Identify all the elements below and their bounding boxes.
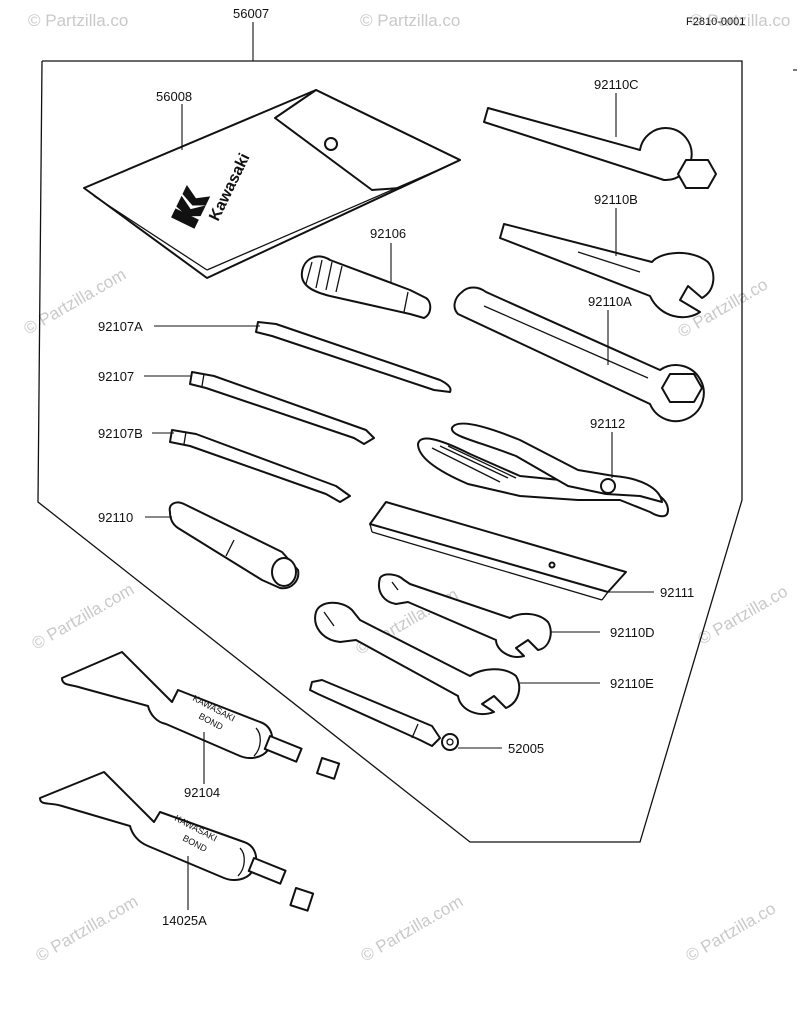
tool-pouch: Kawasaki (83, 89, 461, 279)
box-wrench-92110 (168, 501, 300, 590)
wrench-92110c (483, 107, 717, 189)
part-label-92110c: 92110C (594, 77, 639, 92)
group-outline (37, 60, 743, 843)
bond-tube-14025a: KAWASAKI BOND (39, 771, 315, 912)
part-label-92112: 92112 (590, 416, 625, 431)
watermark-text: © Partzilla.com (33, 892, 142, 966)
reference-code: F2810-0001 (686, 16, 745, 28)
part-label-92107: 92107 (98, 369, 134, 384)
wrench-92110d (378, 573, 552, 658)
watermark-text: © Partzilla.co (690, 11, 790, 30)
wrench-92110b (499, 223, 715, 319)
part-label-92111: 92111 (660, 585, 694, 600)
part-label-92110e: 92110E (610, 676, 654, 691)
wrench-92110e (314, 601, 521, 715)
watermark-text: © Partzilla.co (683, 899, 779, 966)
wrench-92110a (453, 286, 705, 423)
watermark-text: © Partzilla.com (358, 892, 467, 966)
part-label-92107a: 92107A (98, 319, 143, 334)
group-label: 56007 (233, 6, 269, 21)
part-label-92106: 92106 (370, 226, 406, 241)
part-label-92110d: 92110D (610, 625, 655, 640)
part-label-92104: 92104 (184, 785, 220, 800)
kawasaki-logo-icon (171, 184, 211, 229)
part-label-92110b: 92110B (594, 192, 638, 207)
screwdriver-bit-92107 (189, 371, 375, 445)
pliers-92112 (417, 422, 669, 518)
screwdriver-handle-92106 (300, 255, 432, 319)
part-label-92110: 92110 (98, 510, 133, 525)
watermark-text: © Partzilla.co (695, 582, 791, 649)
spoke-wrench-52005 (309, 679, 459, 751)
part-label-14025a: 14025A (162, 913, 207, 928)
watermark-text: © Partzilla.com (29, 580, 138, 654)
screwdriver-bit-92107a (255, 321, 452, 393)
bond-tube-92104: KAWASAKI BOND (61, 651, 341, 780)
part-label-56008: 56008 (156, 89, 192, 104)
screwdriver-bit-92107b (169, 429, 351, 503)
part-label-92107b: 92107B (98, 426, 143, 441)
part-label-92110a: 92110A (588, 294, 632, 309)
watermark-text: © Partzilla.co (360, 11, 460, 30)
part-label-52005: 52005 (508, 741, 544, 756)
watermark-text: © Partzilla.co (28, 11, 128, 30)
